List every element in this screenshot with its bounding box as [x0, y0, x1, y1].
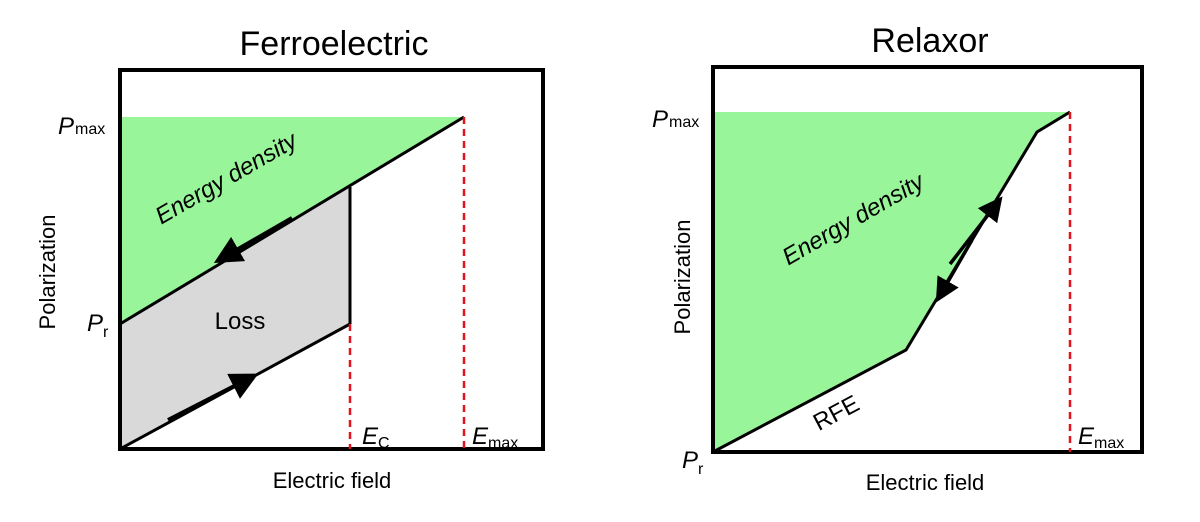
right-x-axis-label: Electric field — [866, 470, 985, 495]
right-arrow-up — [948, 196, 1003, 266]
right-emax-label: Emax — [1078, 423, 1124, 452]
right-arrow-down — [935, 239, 974, 303]
left-pmax-label: Pmax — [58, 113, 105, 140]
left-upper-branch — [119, 115, 465, 326]
left-panel: Ferroelectric Energy density Loss Pmax P… — [35, 25, 545, 493]
right-pr-label: Pr — [682, 447, 704, 478]
left-y-axis-label: Polarization — [35, 215, 60, 330]
left-arrow-up — [167, 373, 259, 422]
left-plot-frame — [118, 68, 545, 451]
left-arrow-down — [213, 216, 293, 263]
right-y-axis-label: Polarization — [670, 220, 695, 335]
left-title: Ferroelectric — [240, 25, 429, 63]
right-plot-frame — [711, 65, 1144, 454]
right-panel: Relaxor Energy density RFE Pmax Pr Emax … — [652, 22, 1144, 495]
left-loss-region — [120, 187, 350, 449]
left-x-axis-label: Electric field — [273, 468, 392, 493]
left-ec-label: EC — [362, 423, 390, 452]
right-pmax-label: Pmax — [652, 106, 699, 133]
right-energy-region — [713, 112, 1070, 452]
left-pr-label: Pr — [87, 310, 109, 341]
left-loss-label: Loss — [215, 308, 266, 335]
right-title: Relaxor — [871, 22, 988, 60]
left-emax-label: Emax — [472, 423, 518, 452]
